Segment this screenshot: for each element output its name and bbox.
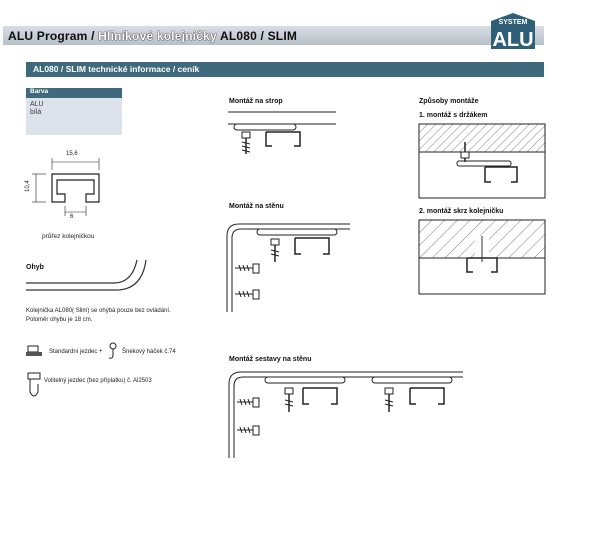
accessory-standard-runner: Standardní jezdec + bbox=[49, 349, 103, 355]
logo-bottom-text: ALU bbox=[492, 29, 533, 51]
standard-runner-icon bbox=[26, 345, 42, 356]
page-title: ALU Program / Hliníkové kolejničky AL080… bbox=[8, 29, 297, 43]
ceiling-mount-title: Montáž na strop bbox=[229, 98, 283, 105]
method-1-title: 1. montáž s držákem bbox=[419, 112, 488, 119]
methods-title: Způsoby montáže bbox=[419, 98, 479, 105]
wall-mount-drawing bbox=[226, 223, 350, 312]
accessory-hook: Šnekový háček č.74 bbox=[122, 349, 176, 355]
method-2-title: 2. montáž skrz kolejničku bbox=[419, 208, 504, 215]
title-main: ALU Program / bbox=[8, 29, 95, 43]
profile-height: 10,4 bbox=[25, 180, 31, 192]
header-bar bbox=[3, 26, 544, 45]
barva-title: Barva bbox=[30, 88, 49, 95]
wall-set-mount-title: Montáž sestavy na stěnu bbox=[229, 356, 312, 363]
system-alu-logo: SYSTEM ALU bbox=[491, 13, 535, 51]
barva-value-alu: ALU bbox=[30, 101, 44, 108]
bend-drawing bbox=[26, 259, 147, 291]
profile-caption: průřez kolejničkou bbox=[42, 233, 95, 240]
ohyb-text-2: Poloměr ohybu je 18 cm. bbox=[26, 317, 93, 323]
section-bar bbox=[26, 62, 544, 77]
logo-top-text: SYSTEM bbox=[499, 19, 528, 26]
ohyb-title: Ohyb bbox=[26, 264, 44, 271]
section-title: AL080 / SLIM technické informace / ceník bbox=[33, 64, 200, 74]
title-sub: Hliníkové kolejničky bbox=[98, 29, 217, 43]
profile-width: 15,6 bbox=[66, 151, 78, 157]
barva-header bbox=[26, 88, 122, 98]
ohyb-text-1: Kolejnička AL080( Slim) se ohýbá pouze b… bbox=[26, 308, 171, 314]
wall-set-mount-drawing bbox=[228, 371, 463, 458]
method-2-drawing bbox=[418, 219, 546, 295]
profile-slot: 6 bbox=[70, 214, 74, 220]
title-model: AL080 / SLIM bbox=[219, 29, 298, 43]
optional-runner-icon bbox=[27, 372, 41, 397]
accessory-optional-runner: Volitelný jezdec (bez příplatku) č. Al25… bbox=[44, 378, 152, 384]
hook-icon bbox=[108, 342, 117, 359]
barva-value-white: bílá bbox=[30, 109, 42, 116]
method-1-drawing bbox=[418, 123, 546, 199]
ceiling-mount-drawing bbox=[228, 111, 336, 154]
wall-mount-title: Montáž na stěnu bbox=[229, 203, 284, 210]
profile-drawing bbox=[32, 158, 100, 216]
